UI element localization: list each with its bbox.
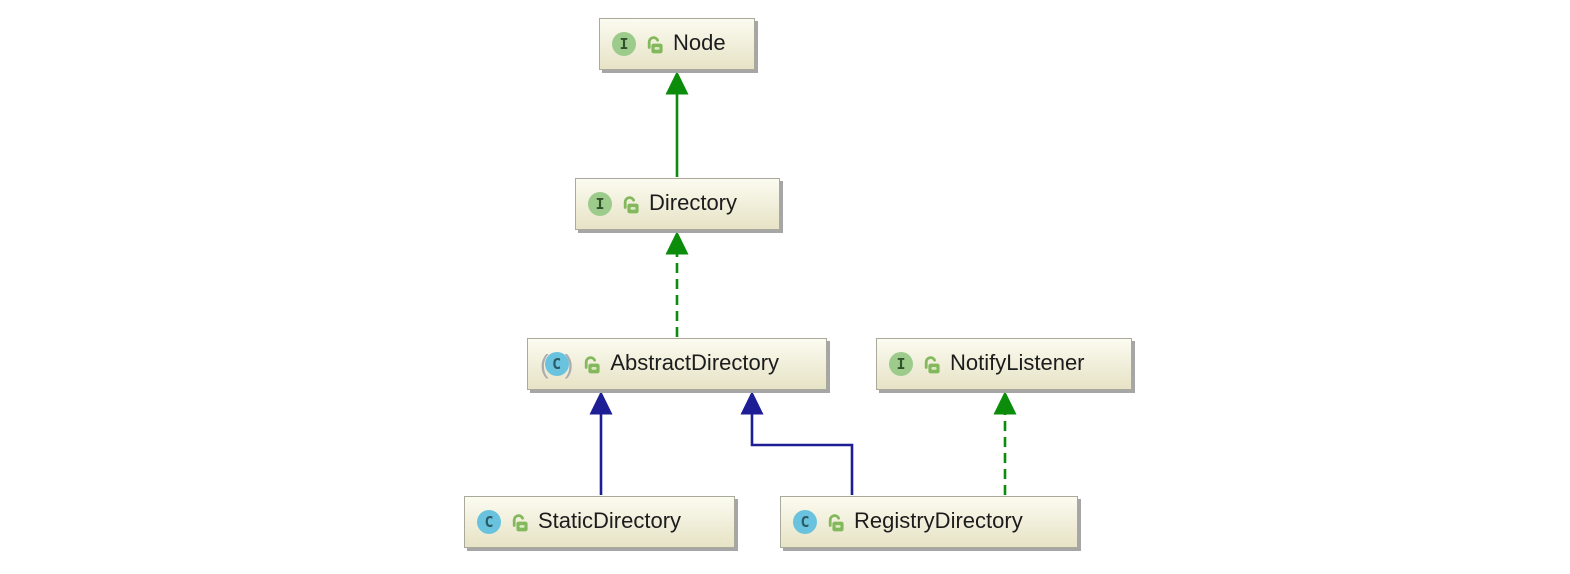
public-visibility-lock-icon [924,355,940,373]
interface-icon-letter: I [896,354,906,373]
class-name-label: NotifyListener [950,350,1085,375]
class-icon-letter: C [800,512,810,531]
class-icon-letter: C [484,512,494,531]
edge-registrydirectory-implements-notifylistener [993,391,1017,495]
class-name-label: Directory [649,190,738,215]
class-name-label: AbstractDirectory [610,350,780,375]
hollow-triangle-arrowhead [993,391,1017,415]
class-name-label: RegistryDirectory [854,508,1023,533]
public-visibility-lock-icon [647,35,663,53]
uml-node-node[interactable]: I Node [599,18,755,70]
hollow-triangle-arrowhead [665,231,689,255]
interface-icon: I [588,192,612,216]
interface-icon-letter: I [595,194,605,213]
public-visibility-lock-icon [623,195,639,213]
class-icon-circle: C [544,352,569,376]
public-visibility-lock-icon [585,355,600,373]
hollow-triangle-arrowhead [665,71,689,95]
interface-icon: I [612,32,636,56]
interface-icon: I [889,352,913,376]
hollow-triangle-arrowhead [740,391,764,415]
class-name-label: StaticDirectory [538,508,682,533]
class-name-label: Node [673,30,726,55]
edge-abstractdirectory-implements-directory [665,231,689,337]
edge-staticdirectory-extends-abstractdirectory [589,391,613,495]
edge-line [750,414,854,495]
public-visibility-lock-icon [512,513,528,531]
uml-node-notifylistener[interactable]: I NotifyListener [876,338,1132,390]
hollow-triangle-arrowhead [589,391,613,415]
edge-registrydirectory-extends-abstractdirectory [740,391,854,495]
uml-node-abstractdirectory[interactable]: C AbstractDirectory [527,338,827,390]
uml-node-staticdirectory[interactable]: C StaticDirectory [464,496,735,548]
class-icon-letter: C [552,354,562,373]
class-icon: C [477,510,501,534]
abstract-class-icon: C [540,352,573,376]
edge-directory-extends-node [665,71,689,177]
class-icon: C [793,510,817,534]
uml-node-registrydirectory[interactable]: C RegistryDirectory [780,496,1078,548]
interface-icon-letter: I [619,34,629,53]
public-visibility-lock-icon [828,513,844,531]
uml-node-directory[interactable]: I Directory [575,178,780,230]
